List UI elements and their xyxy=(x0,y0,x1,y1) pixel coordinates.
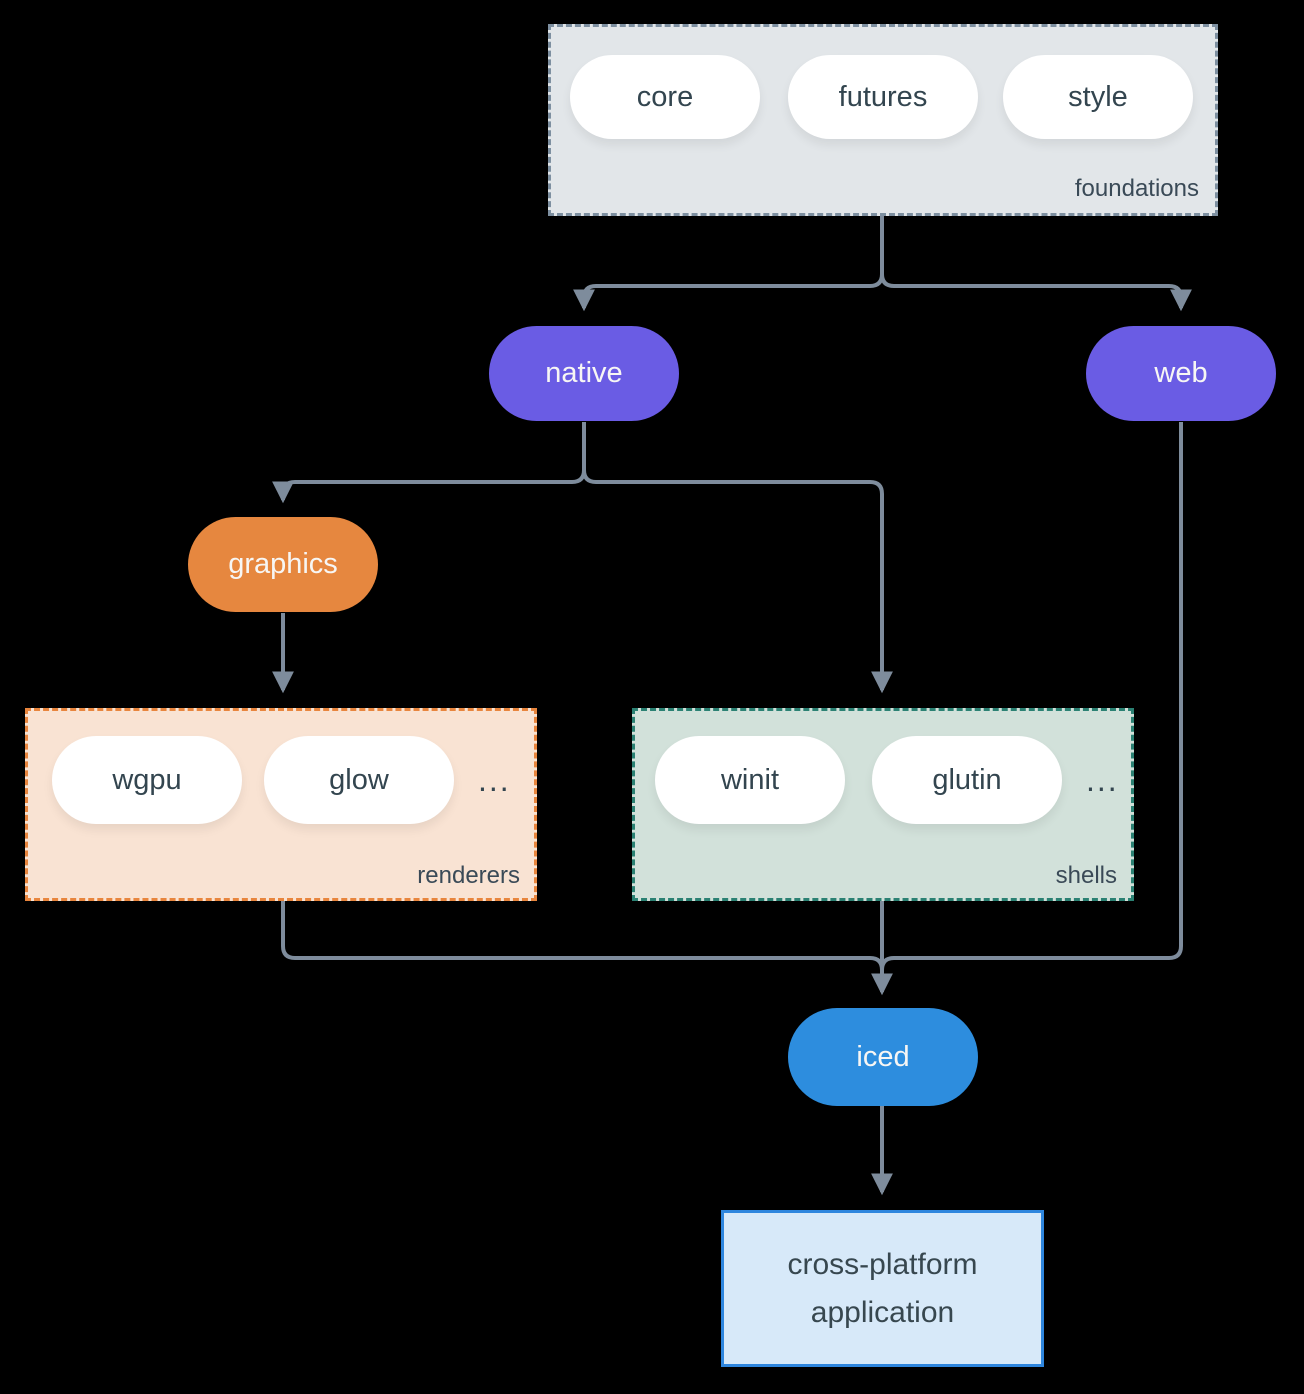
node-wgpu-label: wgpu xyxy=(112,763,182,796)
node-core: core xyxy=(570,55,760,139)
node-glutin-label: glutin xyxy=(932,763,1002,796)
node-glutin: glutin xyxy=(872,736,1062,824)
node-web: web xyxy=(1086,326,1276,421)
node-native: native xyxy=(489,326,679,421)
cross-platform-application-box: cross-platform application xyxy=(721,1210,1044,1367)
node-glow: glow xyxy=(264,736,454,824)
node-style-label: style xyxy=(1068,80,1128,113)
cross-platform-application-label: cross-platform application xyxy=(787,1247,978,1329)
edge-foundations-native xyxy=(573,216,884,312)
node-winit: winit xyxy=(655,736,845,824)
shells-ellipsis: ... xyxy=(1086,762,1119,798)
node-core-label: core xyxy=(636,80,694,113)
edge-native-graphics xyxy=(272,422,586,504)
edge-renderers-merge xyxy=(281,901,884,971)
renderers-ellipsis: ... xyxy=(478,762,511,798)
node-glow-label: glow xyxy=(329,763,389,796)
node-futures-label: futures xyxy=(838,80,928,113)
node-wgpu: wgpu xyxy=(52,736,242,824)
node-iced: iced xyxy=(788,1008,978,1106)
node-graphics: graphics xyxy=(188,517,378,612)
renderers-group-label: renderers xyxy=(417,862,520,889)
foundations-group-label: foundations xyxy=(1074,175,1199,202)
node-iced-label: iced xyxy=(856,1040,910,1073)
node-web-label: web xyxy=(1154,357,1208,389)
shells-group-label: shells xyxy=(1055,862,1117,889)
edge-native-shells xyxy=(582,422,893,694)
node-style: style xyxy=(1003,55,1193,139)
edge-foundations-web xyxy=(880,216,1192,312)
node-graphics-label: graphics xyxy=(228,548,338,580)
node-futures: futures xyxy=(788,55,978,139)
node-winit-label: winit xyxy=(720,763,779,796)
node-native-label: native xyxy=(545,357,623,389)
